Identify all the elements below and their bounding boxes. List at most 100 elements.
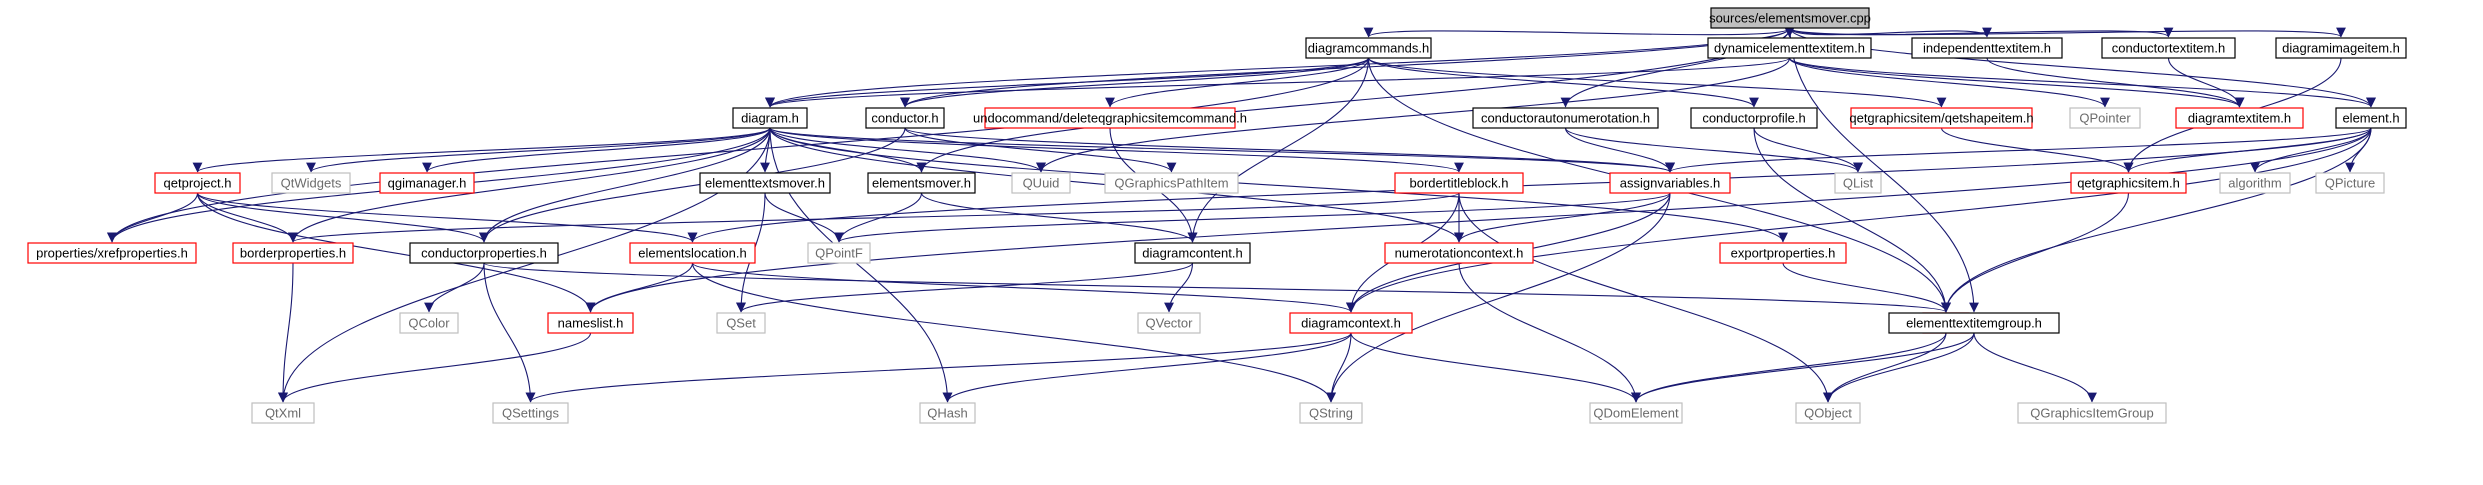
node-box-dynamicelementtextitem [1707, 37, 1872, 59]
edge-element-to-assignvariables [1665, 127, 2372, 173]
node-box-quuid [1011, 172, 1071, 194]
node-box-elementslocation [629, 242, 756, 264]
node-box-diagramcontext [1289, 312, 1413, 334]
node-qhash: QHash [919, 402, 976, 424]
edge-diagramcommands-to-conductor [900, 57, 1370, 108]
node-nameslist[interactable]: nameslist.h [547, 312, 634, 334]
node-label-conductortextitem: conductortextitem.h [2112, 41, 2225, 56]
edge-conductor-to-conductorproperties [479, 127, 906, 243]
node-label-qvector: QVector [1146, 316, 1194, 331]
node-independenttextitem[interactable]: independenttextitem.h [1911, 37, 2063, 59]
node-box-qcolor [399, 312, 459, 334]
node-label-diagramcontext: diagramcontext.h [1301, 316, 1401, 331]
node-label-conductor: conductor.h [871, 111, 938, 126]
node-diagramcontent[interactable]: diagramcontent.h [1134, 242, 1251, 264]
node-box-diagramcontent [1134, 242, 1251, 264]
node-box-diagram [732, 107, 808, 129]
node-elementsmover[interactable]: elementsmover.h [867, 172, 976, 194]
node-box-element [2335, 107, 2407, 129]
node-elementtextitemgroup[interactable]: elementtextitemgroup.h [1888, 312, 2060, 334]
node-exportproperties[interactable]: exportproperties.h [1719, 242, 1847, 264]
node-dynamicelementtextitem[interactable]: dynamicelementtextitem.h [1707, 37, 1872, 59]
node-qgimanager[interactable]: qgimanager.h [379, 172, 475, 194]
edge-diagramcontext-to-qdomelement [1350, 332, 1641, 403]
node-elementslocation[interactable]: elementslocation.h [629, 242, 756, 264]
node-diagramtextitem[interactable]: diagramtextitem.h [2175, 107, 2304, 129]
edge-nameslist-to-qtxml [278, 332, 592, 403]
node-box-qstring [1299, 402, 1363, 424]
node-qetproject[interactable]: qetproject.h [154, 172, 241, 194]
edge-diagram-to-qtwidgets [306, 127, 771, 173]
node-elementtextsmover[interactable]: elementtextsmover.h [699, 172, 831, 194]
node-assignvariables[interactable]: assignvariables.h [1609, 172, 1731, 194]
edge-diagramcontent-to-qvector [1164, 262, 1194, 313]
node-undocommand[interactable]: undocommand/deleteqgraphicsitemcommand.h [973, 107, 1247, 129]
node-qobject: QObject [1795, 402, 1861, 424]
edge-element-to-qetgraphicsitem [2123, 127, 2372, 173]
edge-dynamicelementtextitem-to-quuid [1036, 57, 1791, 173]
edge-conductorproperties-to-qet [483, 262, 1951, 313]
node-borderproperties[interactable]: borderproperties.h [232, 242, 354, 264]
edge-diagram-to-quuid [769, 127, 1046, 173]
edge-dynamicelementtextitem-to-element [1788, 57, 2376, 108]
node-diagramcommands[interactable]: diagramcommands.h [1305, 37, 1432, 59]
node-box-elementsmover [867, 172, 976, 194]
node-box-conductorproperties [409, 242, 559, 264]
node-box-independenttextitem [1911, 37, 2063, 59]
node-conductorproperties[interactable]: conductorproperties.h [409, 242, 559, 264]
node-numerotationcontext[interactable]: numerotationcontext.h [1384, 242, 1534, 264]
node-box-exportproperties [1719, 242, 1847, 264]
node-label-bordertitleblock: bordertitleblock.h [1410, 176, 1509, 191]
node-qetgraphicsitem[interactable]: qetgraphicsitem.h [2070, 172, 2187, 194]
node-diagramimageitem[interactable]: diagramimageitem.h [2275, 37, 2407, 59]
node-qetshapeitem[interactable]: qetgraphicsitem/qetshapeitem.h [1849, 107, 2034, 129]
edge-diagramcommands-to-qetshapeitem [1367, 57, 1947, 108]
node-conductorautonumerotation[interactable]: conductorautonumerotation.h [1472, 107, 1659, 129]
node-label-qetproject: qetproject.h [164, 176, 232, 191]
edge-elementtextitemgroup-to-qgraphicsitemgroup [1973, 332, 2097, 403]
node-root[interactable]: sources/elementsmover.cpp [1709, 7, 1871, 29]
node-box-algorithm [2219, 172, 2291, 194]
node-xrefproperties[interactable]: properties/xrefproperties.h [27, 242, 197, 264]
node-label-diagramtextitem: diagramtextitem.h [2188, 111, 2291, 126]
node-box-diagramcommands [1305, 37, 1432, 59]
edge-layer [107, 27, 2376, 403]
node-conductortextitem[interactable]: conductortextitem.h [2101, 37, 2236, 59]
node-label-elementtextitemgroup: elementtextitemgroup.h [1906, 316, 2042, 331]
node-box-bordertitleblock [1394, 172, 1524, 194]
node-label-element: element.h [2342, 111, 2399, 126]
node-box-root [1710, 7, 1870, 29]
node-label-qetshapeitem: qetgraphicsitem/qetshapeitem.h [1849, 111, 2033, 126]
node-label-nameslist: nameslist.h [558, 316, 624, 331]
node-label-qgraphicspathitem: QGraphicsPathItem [1114, 176, 1228, 191]
edge-element-to-diagramcontext [1346, 127, 2372, 313]
node-box-elementtextitemgroup [1888, 312, 2060, 334]
node-label-elementsmover: elementsmover.h [872, 176, 971, 191]
edge-diagram-to-assignvariables [769, 127, 1675, 173]
node-algorithm: algorithm [2219, 172, 2291, 194]
edge-conductor-to-assignvariables [904, 127, 1675, 173]
edge-qetproject-to-borderproperties [196, 192, 298, 243]
node-label-qobject: QObject [1804, 406, 1852, 421]
node-conductorprofile[interactable]: conductorprofile.h [1690, 107, 1818, 129]
node-element[interactable]: element.h [2335, 107, 2407, 129]
edge-diagramcommands-to-undocommand [1105, 57, 1370, 108]
edge-elementslocation-to-qstring [691, 262, 1336, 403]
node-box-qsettings [492, 402, 569, 424]
node-diagram[interactable]: diagram.h [732, 107, 808, 129]
edge-qetproject-to-conductorproperties [196, 192, 489, 243]
node-box-qtwidgets [271, 172, 351, 194]
node-qdomelement: QDomElement [1589, 402, 1683, 424]
edge-conductorproperties-to-qcolor [424, 262, 485, 313]
edge-diagram-to-conductorproperties [479, 127, 771, 243]
node-label-qset: QSet [726, 316, 756, 331]
edge-element-to-algorithm [2250, 127, 2372, 173]
node-qlist: QList [1834, 172, 1882, 194]
node-bordertitleblock[interactable]: bordertitleblock.h [1394, 172, 1524, 194]
edge-independenttextitem-to-diagramtextitem [1986, 57, 2245, 108]
node-diagramcontext[interactable]: diagramcontext.h [1289, 312, 1413, 334]
node-box-qetproject [154, 172, 241, 194]
node-conductor[interactable]: conductor.h [865, 107, 945, 129]
edge-assignvariables-to-qpointf [834, 192, 1671, 243]
